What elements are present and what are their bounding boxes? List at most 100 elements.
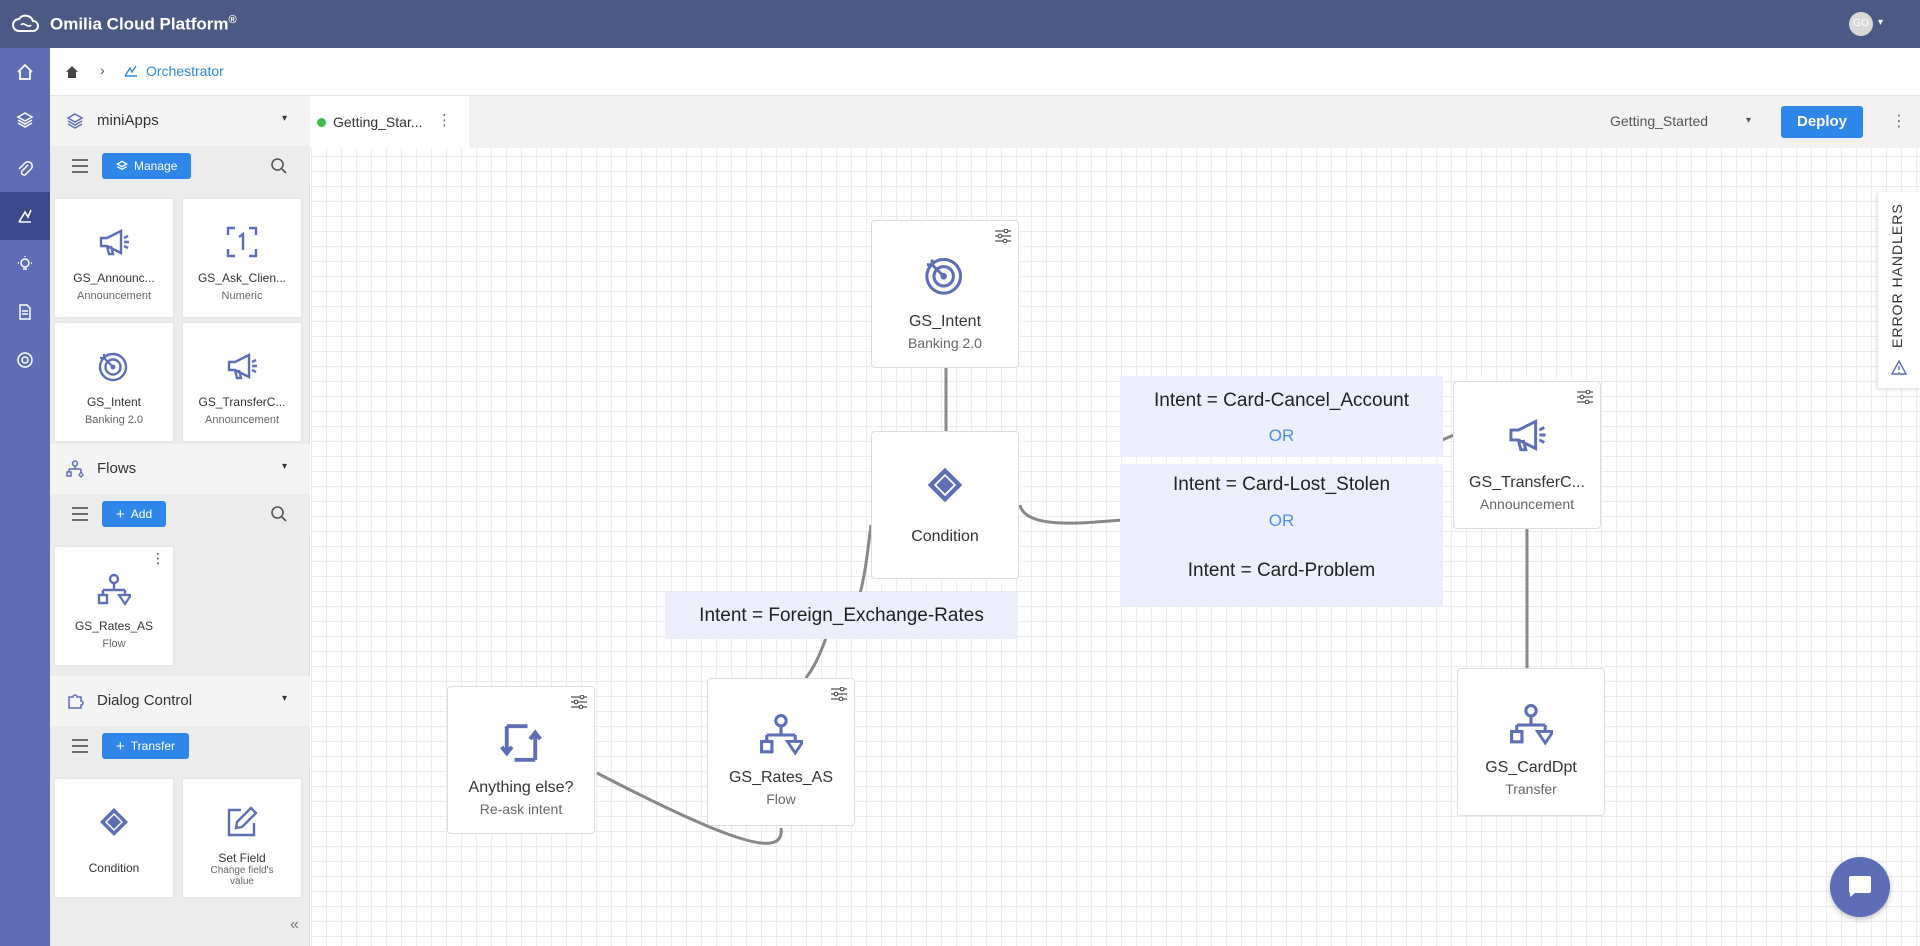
rail-reports[interactable]	[0, 288, 50, 336]
tile-name: GS_TransferC...	[198, 395, 286, 409]
rail-support[interactable]	[0, 336, 50, 384]
tile-type: Numeric	[221, 290, 263, 302]
add-button-label: Add	[130, 507, 153, 521]
menu-icon[interactable]	[72, 507, 88, 521]
home-icon[interactable]	[64, 64, 80, 80]
settings-sliders-icon[interactable]	[995, 229, 1011, 243]
breadcrumb-orchestrator[interactable]: Orchestrator	[146, 63, 224, 79]
dialog-control-section-header[interactable]: Dialog Control ▾	[50, 676, 310, 726]
miniapp-tile[interactable]: GS_Ask_Clien... Numeric	[182, 198, 302, 318]
canvas-tab-bar: Getting_Star... ⋮ Getting_Started ▾ Depl…	[311, 96, 1920, 148]
more-menu-icon[interactable]: ⋮	[1891, 113, 1907, 130]
document-icon	[19, 304, 31, 320]
breadcrumb: › Orchestrator	[50, 48, 1920, 96]
rail-home[interactable]	[0, 48, 50, 96]
caret-down-icon[interactable]: ▾	[1746, 115, 1752, 126]
target-icon	[55, 349, 173, 387]
miniapps-toolbar: Manage	[50, 146, 310, 186]
tile-name: GS_Announc...	[73, 271, 155, 285]
add-flow-button[interactable]: + Add	[102, 501, 167, 527]
collapse-palette-icon[interactable]: «	[290, 916, 299, 933]
orchestrator-icon	[124, 65, 137, 77]
node-gs-intent[interactable]: GS_Intent Banking 2.0	[871, 220, 1019, 368]
edit-icon	[183, 805, 301, 843]
chat-button[interactable]	[1830, 857, 1890, 917]
tile-type: Flow	[102, 638, 126, 650]
repeat-icon	[448, 721, 594, 769]
settings-sliders-icon[interactable]	[831, 687, 847, 701]
diamond-icon	[55, 805, 173, 843]
or-operator: OR	[1268, 426, 1295, 445]
menu-icon[interactable]	[72, 159, 88, 173]
rail-attachments[interactable]	[0, 144, 50, 192]
dialog-tile[interactable]: Condition	[54, 778, 174, 898]
node-gs-rates-as[interactable]: GS_Rates_AS Flow	[707, 678, 855, 826]
node-gs-transferc[interactable]: GS_TransferC... Announcement	[1453, 381, 1601, 529]
card-conditions-label[interactable]: Intent = Card-Cancel_Account OR Intent =…	[1120, 376, 1443, 606]
breadcrumb-separator: ›	[100, 62, 105, 78]
tile-menu-icon[interactable]: ⋮	[151, 550, 165, 566]
tile-type: Announcement	[205, 414, 279, 426]
search-icon[interactable]	[270, 505, 288, 523]
manage-button[interactable]: Manage	[102, 153, 192, 179]
numeric-icon	[183, 225, 301, 263]
caret-down-icon[interactable]: ▾	[282, 693, 288, 704]
miniapps-section-header[interactable]: miniApps ▾	[50, 96, 310, 146]
layers-icon	[116, 160, 128, 171]
dialog-tile[interactable]: Set Field Change field's value	[182, 778, 302, 898]
condition-text: Intent = Card-Lost_Stolen	[1172, 474, 1391, 495]
plus-icon: +	[116, 737, 125, 755]
search-icon[interactable]	[270, 157, 288, 175]
error-handlers-tab[interactable]	[1878, 192, 1920, 388]
settings-sliders-icon[interactable]	[1577, 390, 1593, 404]
node-type: Banking 2.0	[908, 335, 982, 351]
avatar[interactable]: GO	[1849, 12, 1873, 36]
tab-menu-icon[interactable]: ⋮	[437, 112, 452, 129]
flow-icon	[55, 573, 173, 611]
flow-icon	[1458, 703, 1604, 751]
node-anything-else[interactable]: Anything else? Re-ask intent	[447, 686, 595, 834]
settings-sliders-icon[interactable]	[571, 695, 587, 709]
layers-icon	[16, 112, 34, 128]
fx-condition-label[interactable]: Intent = Foreign_Exchange-Rates	[665, 592, 1018, 639]
tile-type: Banking 2.0	[84, 414, 144, 426]
caret-down-icon[interactable]: ▾	[282, 461, 288, 472]
cloud-logo-icon	[12, 14, 39, 32]
user-menu-caret-icon[interactable]: ▾	[1878, 17, 1884, 28]
tile-name: GS_Rates_AS	[74, 619, 154, 633]
warning-icon	[1891, 360, 1907, 375]
flows-section-header[interactable]: Flows ▾	[50, 444, 310, 494]
deploy-button[interactable]: Deploy	[1781, 106, 1863, 138]
target-icon	[872, 253, 1018, 301]
tab-getting-started[interactable]: Getting_Star... ⋮	[311, 96, 469, 148]
tile-name: GS_Intent	[86, 395, 142, 409]
manage-button-label: Manage	[134, 159, 178, 173]
node-type: Re-ask intent	[479, 801, 563, 817]
caret-down-icon[interactable]: ▾	[282, 113, 288, 124]
miniapp-tile[interactable]: GS_Intent Banking 2.0	[54, 322, 174, 442]
node-condition[interactable]: Condition	[871, 431, 1019, 579]
node-gs-carddpt[interactable]: GS_CardDpt Transfer	[1457, 668, 1605, 816]
section-title: miniApps	[97, 112, 159, 129]
rail-orchestrator[interactable]	[0, 192, 50, 240]
flow-tile[interactable]: ⋮ GS_Rates_AS Flow	[54, 546, 174, 666]
menu-icon[interactable]	[72, 739, 88, 753]
rail-insights[interactable]	[0, 240, 50, 288]
diamond-icon	[872, 464, 1018, 512]
node-type: Announcement	[1479, 496, 1575, 512]
condition-text: Intent = Foreign_Exchange-Rates	[699, 605, 984, 626]
miniapp-tile[interactable]: GS_TransferC... Announcement	[182, 322, 302, 442]
condition-text: Intent = Card-Problem	[1187, 560, 1376, 581]
miniapp-tile[interactable]: GS_Announc... Announcement	[54, 198, 174, 318]
flow-select[interactable]: Getting_Started	[1610, 113, 1709, 129]
rail-miniapps[interactable]	[0, 96, 50, 144]
orchestrator-icon	[18, 209, 32, 223]
flow-icon	[66, 460, 84, 478]
tile-name: GS_Ask_Clien...	[197, 271, 287, 285]
megaphone-icon	[1454, 414, 1600, 462]
transfer-button[interactable]: + Transfer	[102, 733, 189, 759]
node-name: GS_Rates_AS	[728, 769, 834, 786]
plus-icon: +	[116, 505, 125, 523]
tile-name: Condition	[88, 861, 140, 875]
layers-icon	[66, 113, 84, 129]
